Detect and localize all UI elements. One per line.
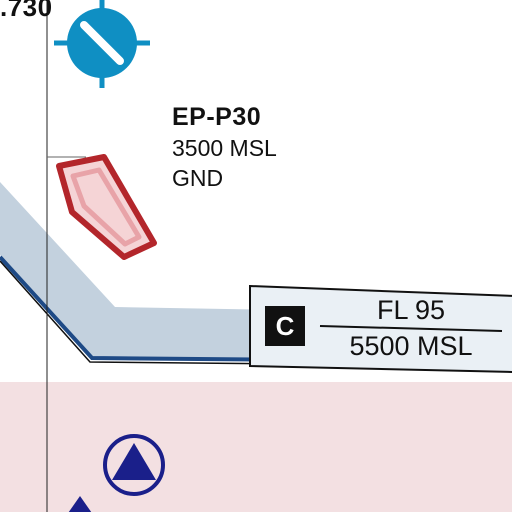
airspace-label-box[interactable] bbox=[249, 284, 512, 373]
vor-triangle-icon[interactable] bbox=[103, 434, 165, 496]
pink-zone bbox=[0, 382, 512, 512]
airspace-class-badge: C bbox=[265, 306, 305, 346]
navaid-compass-icon[interactable] bbox=[54, 0, 150, 88]
airspace-ceiling: FL 95 bbox=[376, 295, 446, 325]
partial-triangle-icon bbox=[68, 496, 92, 512]
restricted-area-upper-limit: 3500 MSL bbox=[172, 135, 277, 161]
coordinate-label: .730 bbox=[0, 0, 53, 22]
restricted-area-polygon[interactable] bbox=[56, 154, 157, 260]
restricted-area-id[interactable]: EP-P30 bbox=[172, 103, 262, 131]
restricted-area-lower-limit: GND bbox=[172, 165, 224, 191]
restricted-area-inner-band bbox=[70, 167, 142, 247]
airspace-floor: 5500 MSL bbox=[349, 331, 473, 361]
